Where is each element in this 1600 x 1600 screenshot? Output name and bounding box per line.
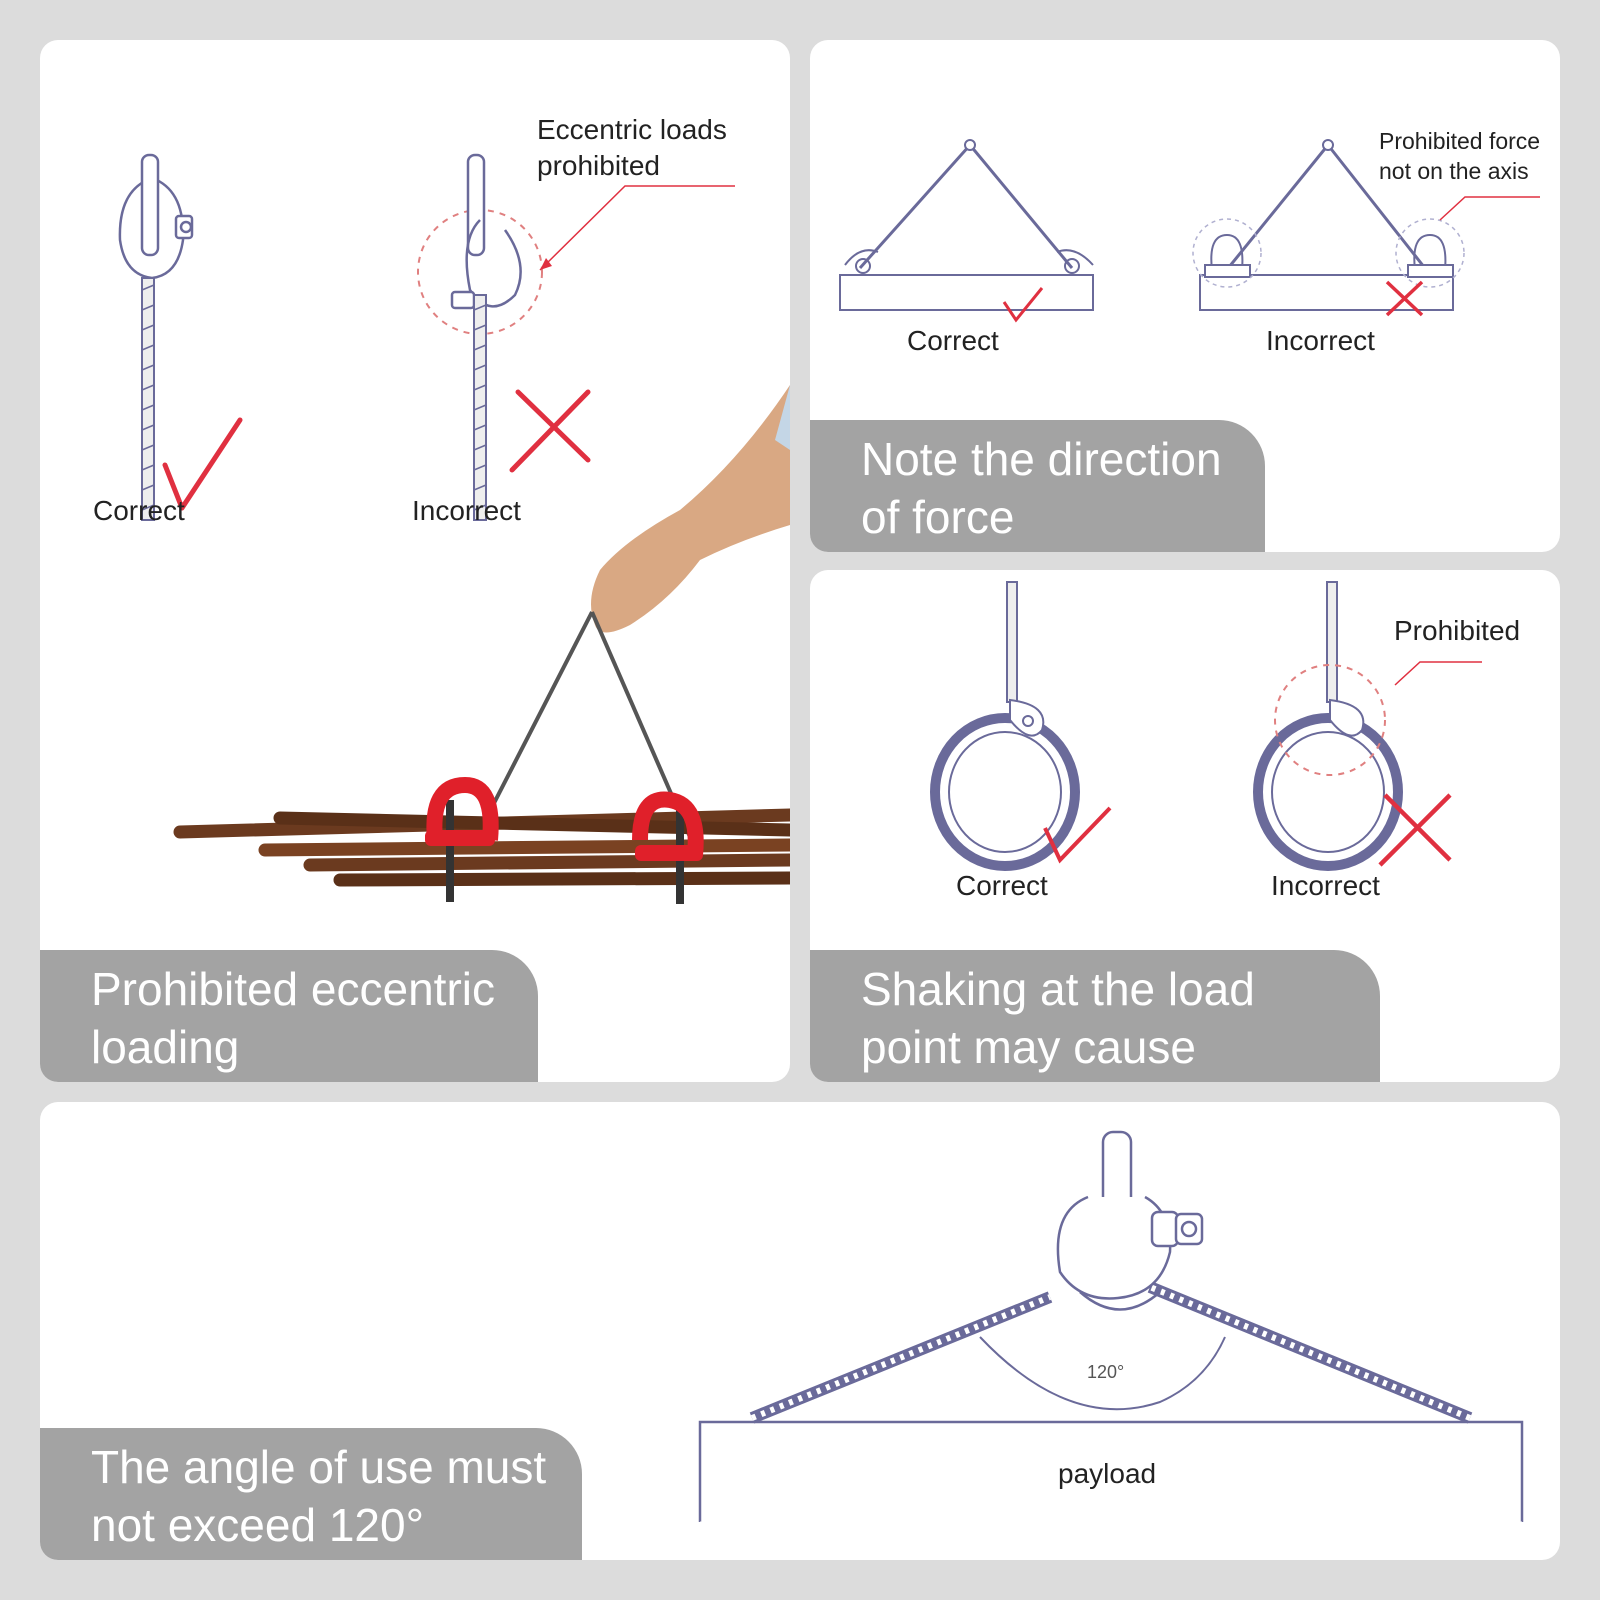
shackle-icon [1329,698,1365,737]
incorrect-label: Incorrect [412,495,521,526]
banner-line: of force [861,491,1015,543]
shackle-icon [1210,233,1244,271]
caption-banner: Shaking at the load point may cause trip… [810,950,1380,1082]
caption-banner: Prohibited eccentric loading [40,950,538,1082]
shackle-icon [426,776,499,841]
correct-label: Correct [956,870,1048,901]
caption-banner: Note the direction of force [810,420,1265,552]
shackle-icon [632,791,704,856]
warning-label: Prohibited [1394,615,1521,646]
wire-rope-icon [1326,581,1338,703]
correct-label: Correct [907,325,999,356]
banner-line: Prohibited eccentric [91,963,495,1015]
warning-line: Prohibited force [1379,128,1541,154]
banner-line: point may cause tripping [861,1021,1196,1082]
check-mark-icon [1002,287,1044,323]
check-mark-icon [1043,806,1112,864]
shackle-icon [118,153,194,280]
angle-illustration [698,1130,1524,1523]
warning-line: prohibited [537,150,660,181]
shackle-icon [1009,698,1045,737]
panel-angle: 120° payload The angle of use must not e… [40,1102,1560,1560]
warning-label: Prohibited force not on the axis [1379,126,1540,186]
shackle-icon [1056,1130,1204,1311]
incorrect-label: Incorrect [1271,870,1380,901]
wire-rope-icon [1006,581,1018,703]
banner-line: not exceed 120° [91,1499,424,1551]
direction-of-force-illustration [839,139,1540,323]
warning-label: Eccentric loads prohibited [537,112,727,184]
banner-line: Note the direction [861,433,1222,485]
shackle-icon [855,258,871,274]
cross-mark-icon [509,389,591,473]
banner-line: Shaking at the load [861,963,1255,1015]
warning-line: Eccentric loads [537,114,727,145]
panel-eccentric-loading: Correct Incorrect Eccentric loads prohib… [40,40,790,1082]
panel-shaking: Correct Incorrect Prohibited Shaking at … [810,570,1560,1082]
hand-icon [591,385,790,633]
shackle-icon [1413,233,1447,271]
check-mark-icon [162,417,243,511]
shackle-icon [1064,258,1080,274]
banner-line: The angle of use must [91,1441,547,1493]
warning-line: not on the axis [1379,158,1529,184]
angle-label: 120° [1087,1362,1125,1382]
banner-line: loading [91,1021,240,1073]
incorrect-label: Incorrect [1266,325,1375,356]
cross-mark-icon [1378,793,1452,867]
cross-mark-icon [1385,280,1424,317]
shackle-icon [450,153,522,310]
shaking-illustration [930,581,1482,871]
caption-banner: The angle of use must not exceed 120° [40,1428,582,1560]
wire-rope-icon [141,277,155,521]
eccentric-loading-illustration [118,153,790,904]
payload-label: payload [1058,1458,1157,1489]
panel-direction-of-force: Correct Incorrect Prohibited force not o… [810,40,1560,552]
correct-label: Correct [93,495,185,526]
